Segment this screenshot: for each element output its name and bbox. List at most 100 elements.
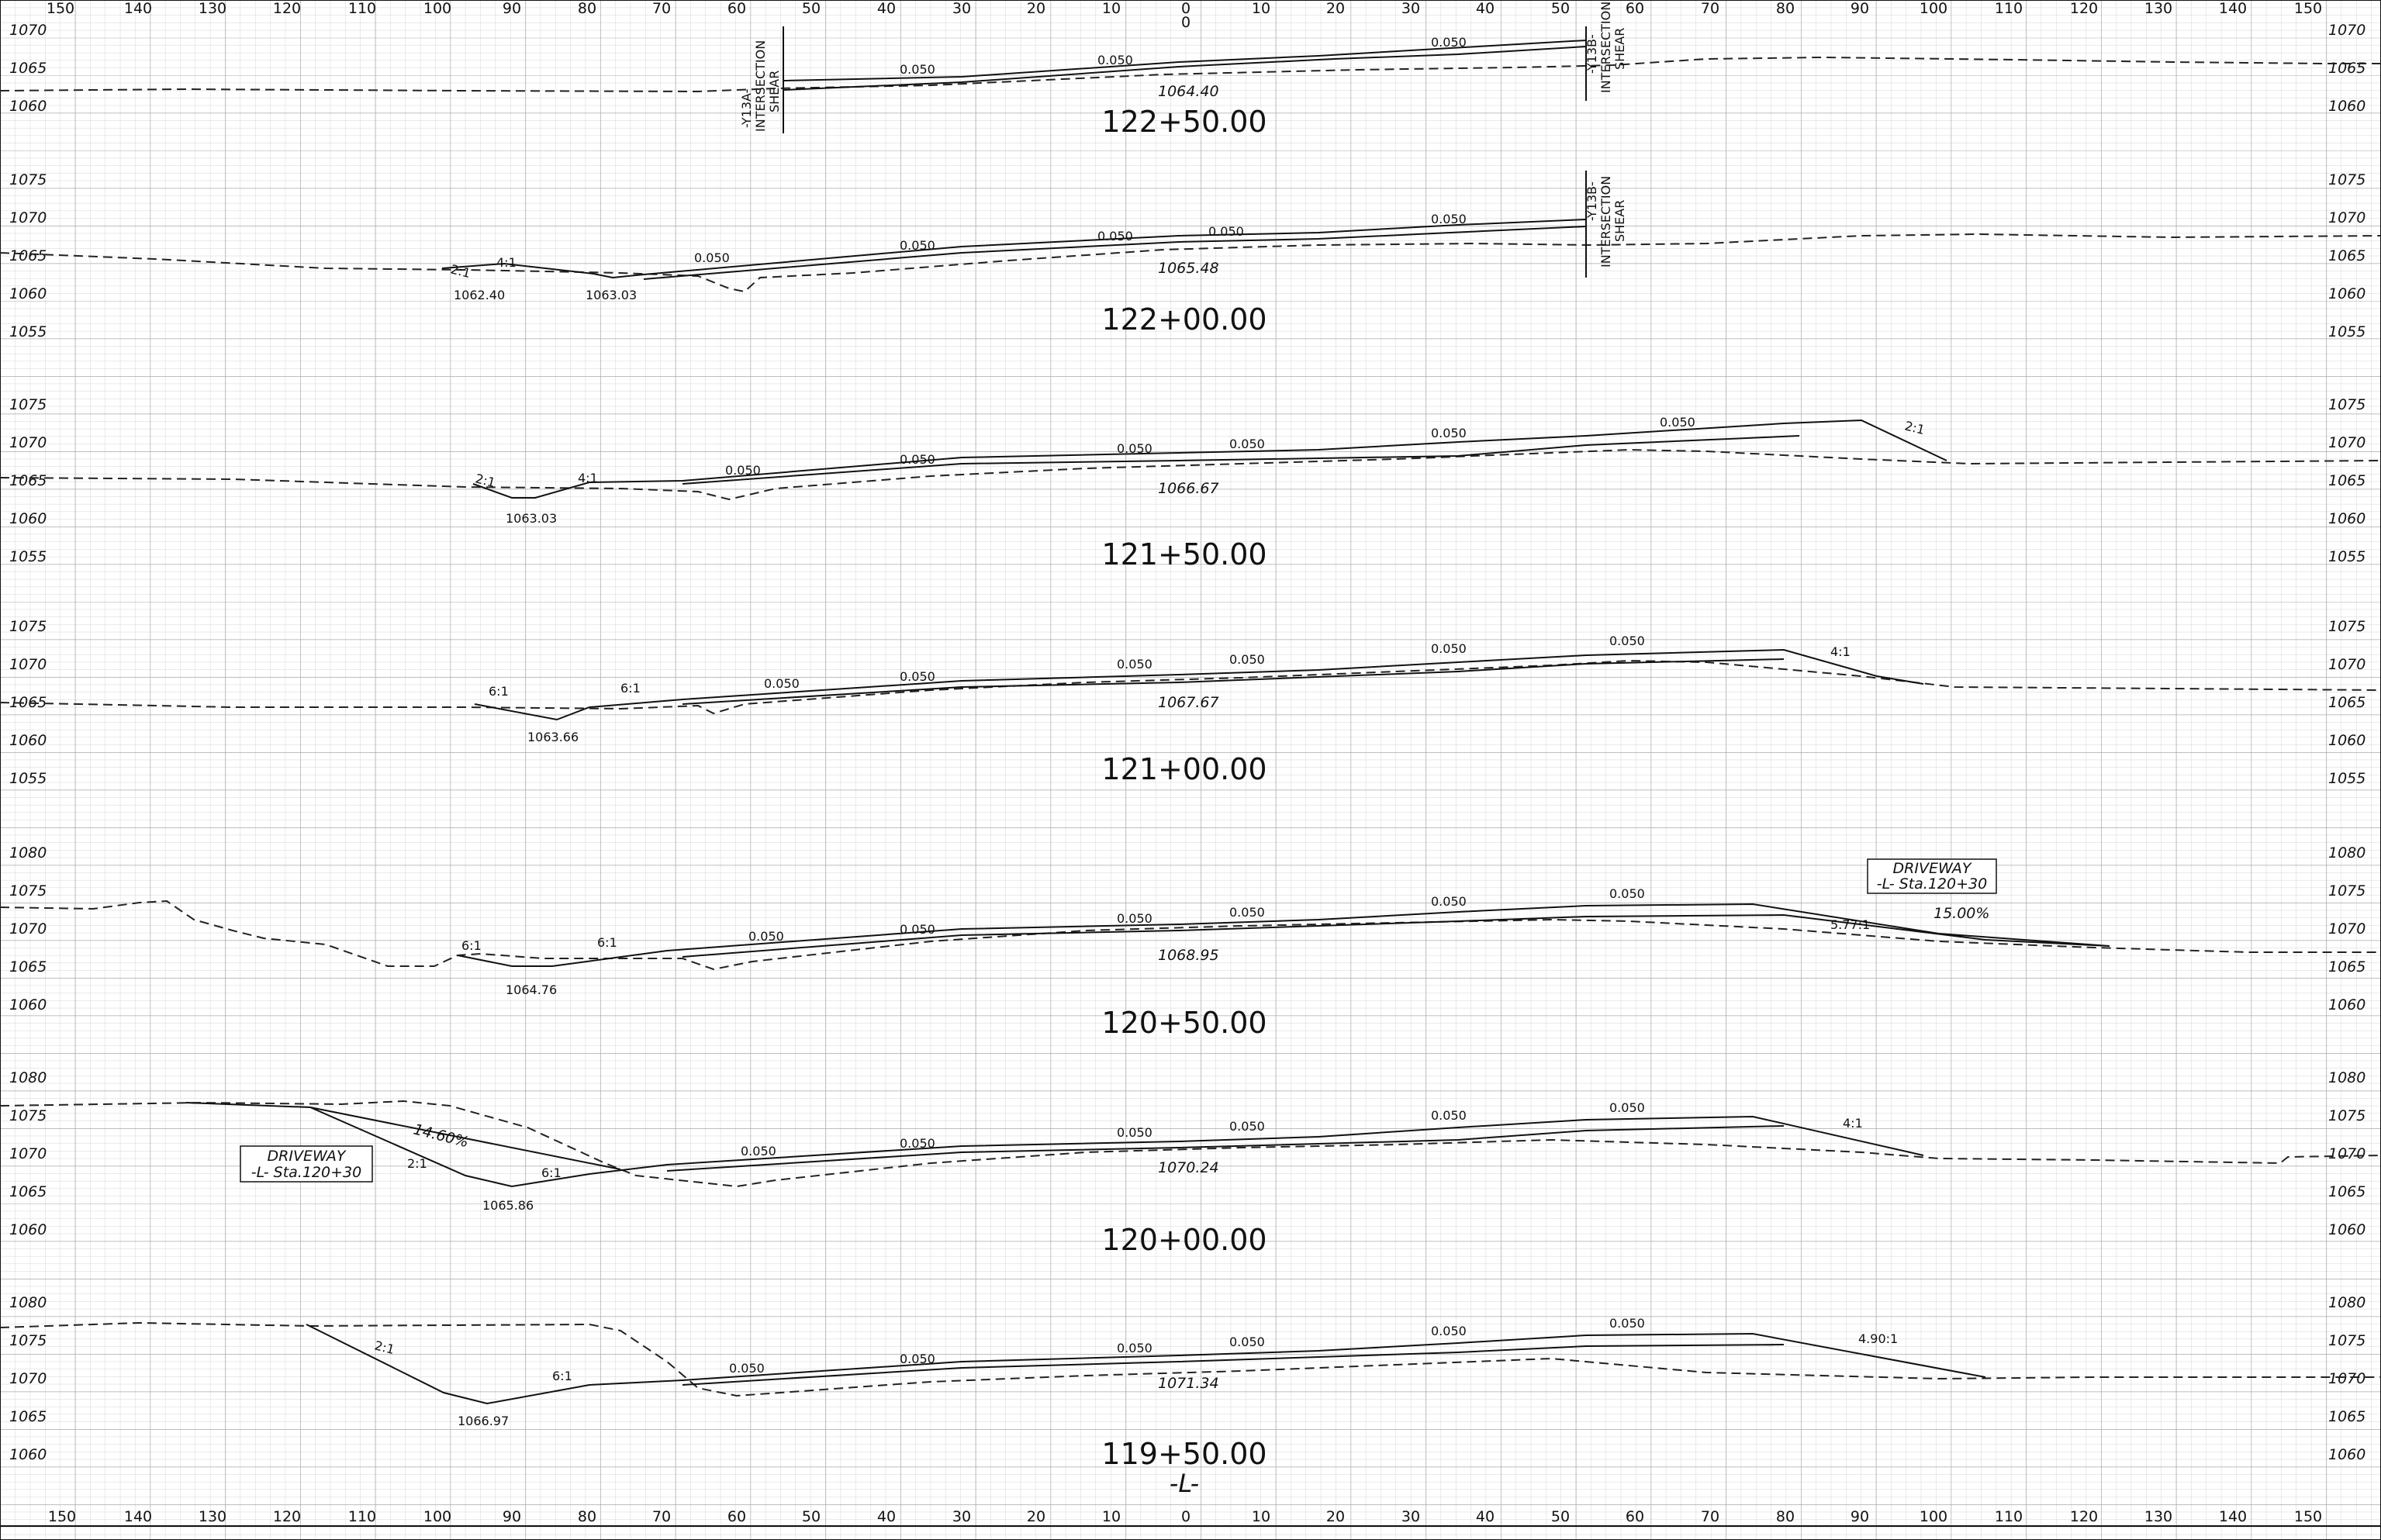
offset-label: 80 [578, 1508, 596, 1525]
elevation-label: 1070 [2328, 1370, 2365, 1387]
offset-label: 20 [1326, 1508, 1345, 1525]
intersection-label: -Y13A- [739, 89, 754, 128]
slope-ratio-label: 4.90:1 [1858, 1331, 1898, 1346]
cross-slope-label: 0.050 [1229, 1119, 1265, 1134]
elevation-label: 1060 [2328, 1221, 2365, 1238]
centerline-elevation-label: 1070.24 [1158, 1159, 1219, 1176]
offset-label: 110 [1995, 1508, 2023, 1525]
elevation-label: 1055 [2328, 548, 2365, 565]
cross-slope-label: 0.050 [748, 929, 784, 944]
elevation-label: 1075 [9, 1107, 47, 1124]
cross-slope-label: 0.050 [1117, 1341, 1152, 1355]
offset-label: 130 [199, 0, 226, 17]
offset-label: 50 [1551, 1508, 1570, 1525]
cross-slope-label: 0.050 [1229, 437, 1265, 451]
offset-label: 10 [1252, 0, 1270, 17]
driveway-callout-station: -L- Sta.120+30 [1877, 875, 1987, 893]
driveway-callout-box [1867, 858, 1997, 894]
proposed-grade-line [306, 1324, 1986, 1405]
centerline-elevation-label: 1064.40 [1158, 83, 1219, 100]
cross-slope-label: 0.050 [900, 62, 935, 77]
offset-label: 0 [1181, 1508, 1190, 1525]
elevation-label: 1060 [9, 732, 47, 749]
offset-label: 120 [2070, 1508, 2098, 1525]
elevation-label: 1055 [2328, 323, 2365, 340]
offset-label: 60 [1626, 1508, 1644, 1525]
station-label: 122+50.00 [1101, 105, 1267, 139]
elevation-label: 1075 [2328, 1332, 2365, 1349]
elevation-label: 1065 [2328, 1408, 2365, 1425]
offset-label: 110 [348, 1508, 376, 1525]
low-point-elevation: 1063.03 [586, 288, 637, 302]
offset-label: 10 [1102, 0, 1121, 17]
offset-label: 50 [802, 0, 821, 17]
cross-section-119-50: 1080 1075 1070 1065 1060 1080 1075 1070 … [0, 1294, 2381, 1498]
offset-label: 150 [2294, 1508, 2322, 1525]
driveway-callout-box [240, 1145, 373, 1183]
elevation-label: 1065 [9, 1183, 47, 1200]
elevation-label: 1070 [9, 920, 47, 937]
cross-slope-label: 0.050 [725, 463, 761, 478]
low-point-elevation: 1063.03 [506, 511, 557, 526]
slope-ratio-label: 6:1 [541, 1165, 562, 1180]
elevation-label: 1055 [9, 770, 47, 787]
low-point-elevation: 1066.97 [458, 1414, 509, 1428]
intersection-label: SHEAR [1612, 200, 1627, 242]
offset-label: 150 [2294, 0, 2322, 17]
proposed-grade-line [472, 419, 1947, 499]
elevation-label: 1070 [2328, 920, 2365, 937]
elevation-label: 1080 [9, 1294, 47, 1311]
cross-slope-label: 0.050 [764, 676, 800, 691]
offset-label: 120 [2070, 0, 2098, 17]
offset-label: 110 [348, 0, 376, 17]
cross-slope-label: 0.050 [741, 1144, 776, 1158]
elevation-label: 1070 [2328, 656, 2365, 673]
elevation-label: 1070 [9, 656, 47, 673]
offset-label: 100 [423, 0, 451, 17]
offset-label: 100 [1920, 1508, 1947, 1525]
cross-slope-label: 0.050 [1117, 911, 1152, 926]
cross-section-121-00: 1075 1070 1065 1060 1055 1075 1070 1065 … [0, 618, 2381, 787]
centerline-elevation-label: 1068.95 [1158, 947, 1219, 964]
elevation-label: 1065 [9, 1408, 47, 1425]
slope-ratio-label: 6:1 [461, 938, 482, 953]
cross-slope-label: 0.050 [900, 452, 935, 467]
offset-label: 90 [503, 1508, 521, 1525]
driveway-callout-title: DRIVEWAY [1893, 860, 1972, 877]
cross-slope-label: 0.050 [1431, 212, 1467, 226]
offset-label: 60 [727, 1508, 746, 1525]
cross-slope-label: 0.050 [729, 1361, 765, 1376]
offset-label: 50 [1551, 0, 1570, 17]
elevation-label: 1070 [9, 22, 47, 39]
elevation-label: 1070 [2328, 22, 2365, 39]
cross-slope-label: 0.050 [1609, 1100, 1645, 1115]
offset-label: 90 [1851, 0, 1869, 17]
elevation-label: 1080 [9, 1069, 47, 1086]
elevation-label: 1075 [2328, 618, 2365, 635]
elevation-label: 1065 [2328, 958, 2365, 975]
offset-label: 150 [47, 0, 74, 17]
cross-slope-label: 0.050 [1431, 35, 1467, 50]
elevation-label: 1070 [9, 1370, 47, 1387]
elevation-label: 1075 [2328, 171, 2365, 188]
cross-slope-label: 0.050 [1117, 657, 1152, 672]
proposed-grade-line [474, 648, 1924, 721]
cross-section-120-00: 1080 1075 1070 1065 1060 1080 1075 1070 … [0, 1069, 2381, 1257]
cross-slope-label: 0.050 [1097, 53, 1133, 67]
elevation-label: 1065 [2328, 1183, 2365, 1200]
elevation-label: 1060 [2328, 510, 2365, 527]
station-label: 122+00.00 [1101, 302, 1267, 337]
offset-label: 30 [1401, 0, 1420, 17]
elevation-label: 1065 [2328, 60, 2365, 77]
elevation-label: 1065 [2328, 247, 2365, 264]
elevation-label: 1080 [2328, 844, 2365, 862]
centerline-elevation-label: 1065.48 [1158, 260, 1219, 277]
elevation-label: 1060 [9, 98, 47, 115]
offset-label: 130 [2144, 0, 2172, 17]
cross-slope-label: 0.050 [900, 238, 935, 253]
cross-slope-label: 0.050 [1431, 1324, 1467, 1338]
elevation-label: 1060 [2328, 98, 2365, 115]
offset-label: 40 [877, 1508, 896, 1525]
